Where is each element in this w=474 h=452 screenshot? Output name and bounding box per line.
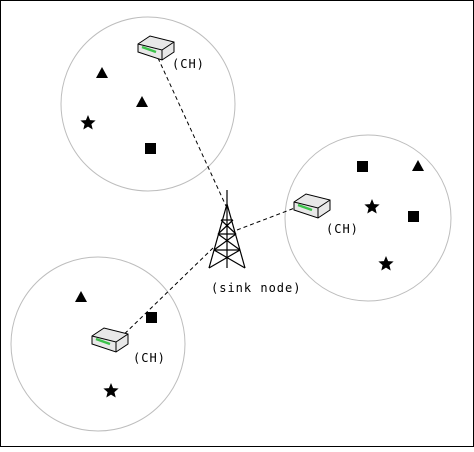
triangle-icon [96,67,108,78]
star-icon [364,199,380,214]
router-icon [137,35,175,61]
triangle-icon [412,160,424,171]
triangle-icon [75,291,87,302]
star-icon [80,115,96,130]
cluster-head-label-right: (CH) [326,222,359,236]
radio-tower-icon [208,190,246,269]
square-icon [357,161,368,172]
cluster-boundary-right [284,134,452,302]
link-sink-to-ch-top-left [157,57,227,207]
cluster-head-label-top-left: (CH) [172,57,205,71]
square-icon [145,143,156,154]
cluster-head-label-bottom-left: (CH) [133,351,166,365]
router-icon [91,327,129,353]
link-sink-to-ch-right [236,205,301,231]
triangle-icon [136,96,148,107]
sink-node-label: (sink node) [211,281,301,295]
square-icon [408,211,419,222]
router-icon [293,193,331,219]
cluster-boundary-bottom-left [10,256,186,432]
star-icon [103,383,119,398]
link-sink-to-ch-bottom-left [111,247,214,347]
square-icon [146,312,157,323]
star-icon [378,256,394,271]
cluster-boundary-top-left [60,16,236,192]
